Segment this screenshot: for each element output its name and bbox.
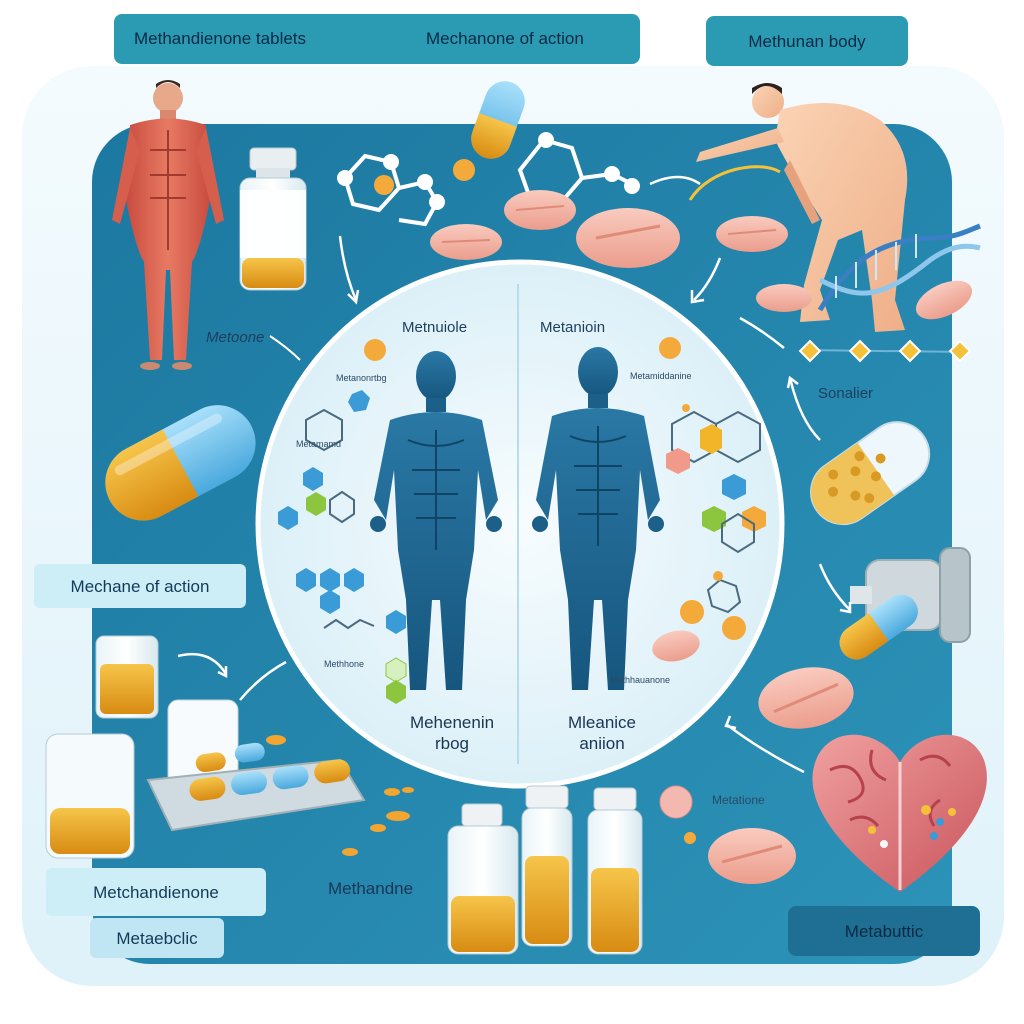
tablet-icon — [708, 828, 796, 884]
vial-icon — [239, 147, 307, 291]
circle-left-note-1: Metanonrtbg — [336, 373, 387, 383]
arrow-icon — [688, 165, 781, 201]
tablet-icon — [652, 630, 700, 662]
arrow-icon — [269, 335, 301, 361]
chain-line — [799, 349, 969, 353]
molecule-icon — [278, 339, 407, 704]
dna-icon — [817, 223, 981, 312]
human-body-icon — [370, 351, 502, 690]
human-body-banner: Methunan body — [706, 16, 908, 66]
capsule-icon — [839, 594, 918, 660]
metabolic-sub-label: Metaebclic — [116, 928, 198, 948]
tablet-icon — [758, 667, 854, 729]
capsule-icon — [105, 405, 256, 521]
tablet-icon — [504, 190, 576, 230]
bottom-center-label: Methandne — [328, 879, 414, 898]
title-label: Methandienone tablets — [134, 29, 307, 48]
sonalier-label: Sonalier — [818, 385, 874, 402]
vial-icon — [587, 787, 643, 955]
vial-icon — [95, 635, 159, 719]
human-body-icon — [696, 83, 908, 333]
circle-left-note-3: Methhone — [324, 659, 365, 669]
tablet-icon — [430, 224, 502, 260]
circle-left-caption: Mehenenin rbog — [409, 713, 495, 754]
mechanism-box: Mechane of action — [34, 564, 246, 608]
muscle-figure-icon — [112, 80, 224, 370]
capsule-icon — [471, 81, 525, 159]
human-body-icon — [532, 347, 664, 690]
circle-right-note-2: Methhauanone — [610, 675, 671, 685]
metabolic-box: Metabuttic — [788, 906, 980, 956]
circle-left-note-2: Metamamd — [296, 439, 342, 449]
molecule-icon — [337, 132, 640, 227]
human-body-label: Methunan body — [748, 31, 866, 51]
circle-right-title: Metanioin — [540, 319, 606, 336]
center-circle — [255, 259, 785, 789]
atom-icon — [374, 175, 394, 195]
tablet-icon — [716, 216, 788, 252]
metatione-label: Metatione — [712, 793, 765, 807]
circle-left-title: Metnuiole — [402, 319, 468, 336]
muscle-label: Metoone — [206, 329, 265, 346]
atom-icon — [684, 832, 696, 844]
circle-right-note-1: Metamiddanine — [630, 371, 692, 381]
mechanism-title-label: Mechanone of action — [426, 29, 584, 48]
substance-label: Metchandienone — [93, 882, 219, 902]
metabolic-box-label: Metabuttic — [844, 921, 924, 941]
molecule-icon — [659, 337, 766, 640]
tablet-icon — [576, 208, 680, 268]
vial-icon — [447, 803, 519, 955]
tablet-icon — [915, 280, 973, 320]
blister-pack-icon — [146, 742, 366, 832]
atom-icon — [453, 159, 475, 181]
arrow-icon — [177, 175, 852, 774]
atom-icon — [659, 785, 693, 819]
substance-box: Metchandienone — [46, 868, 266, 916]
tablet-icon — [756, 284, 812, 312]
title-banner — [114, 14, 640, 64]
heart-icon — [812, 734, 987, 892]
metabolic-sub-box: Metaebclic — [90, 918, 224, 958]
atom-chain — [798, 339, 972, 363]
circle-right-caption: Mleanice aniion — [567, 713, 637, 754]
vial-icon — [521, 785, 573, 947]
vial-icon — [45, 733, 135, 859]
mechanism-box-label: Mechane of action — [70, 576, 210, 596]
pill-scatter — [266, 735, 414, 856]
capsule-icon — [810, 421, 931, 526]
